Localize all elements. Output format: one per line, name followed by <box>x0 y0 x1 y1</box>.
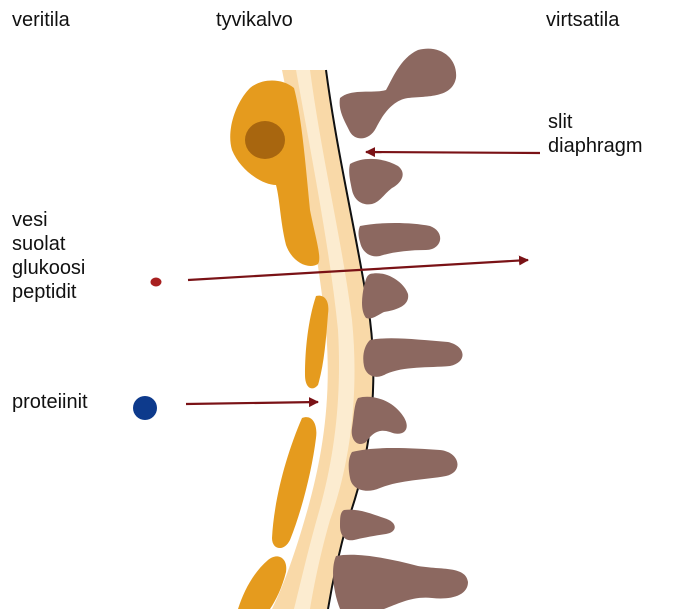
podocyte-process-1 <box>340 49 457 139</box>
podocyte-process-3 <box>359 223 441 256</box>
podocyte-process-2 <box>349 159 402 204</box>
podocyte-process-8 <box>340 510 395 541</box>
podocyte-process-5 <box>363 338 462 377</box>
podocyte-process-4 <box>362 273 408 318</box>
podocyte-process-7 <box>349 448 458 491</box>
filtered-substance-peptides: peptidit <box>12 280 77 304</box>
filtered-substance-glucose: glukoosi <box>12 256 85 280</box>
slit-diaphragm-label-line2: diaphragm <box>548 134 643 158</box>
blood-side-label: veritila <box>12 8 70 32</box>
podocyte-process-6 <box>352 397 407 444</box>
filtered-substance-water: vesi <box>12 208 48 232</box>
urinary-side-label: virtsatila <box>546 8 619 32</box>
slit-diaphragm-label-line1: slit <box>548 110 572 134</box>
endothelial-nucleus <box>245 121 285 159</box>
protein-blocked-arrow <box>186 402 318 404</box>
small-molecule-dot <box>151 278 162 287</box>
proteins-label: proteiinit <box>12 390 88 414</box>
basement-membrane-label: tyvikalvo <box>216 8 293 32</box>
protein-dot <box>133 396 157 420</box>
filtered-substance-salts: suolat <box>12 232 65 256</box>
podocyte-process-9 <box>333 555 468 609</box>
slit-diaphragm-pointer-arrow <box>366 152 540 153</box>
endothelial-fragment-1 <box>305 296 328 389</box>
